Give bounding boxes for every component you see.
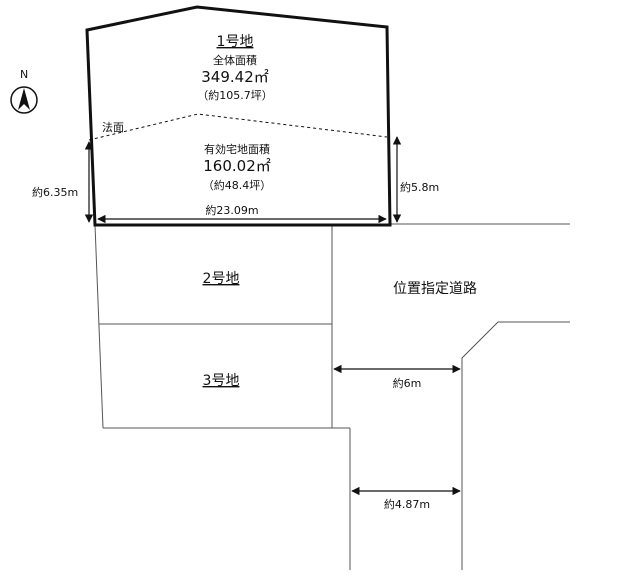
lot1-total-area-label: 全体面積 (213, 53, 257, 67)
lot3-title: 3号地 (203, 373, 240, 389)
road-label: 位置指定道路 (393, 281, 477, 297)
lot-boundaries (94, 223, 570, 570)
lot1-effective-area-label: 有効宅地面積 (204, 142, 270, 156)
north-label: N (20, 68, 28, 81)
lot1-effective-area-tsubo: （約48.4坪） (203, 178, 272, 192)
lot1-total-area-value: 349.42㎡ (201, 68, 269, 86)
dim-left-depth: 約6.35m (32, 185, 78, 199)
lot1-total-area-tsubo: （約105.7坪） (197, 88, 273, 102)
lot1-title: 1号地 (217, 34, 254, 50)
lot2-title: 2号地 (203, 271, 240, 287)
dim-road-width-2: 約4.87m (384, 497, 430, 511)
dim-road-width-1: 約6m (393, 376, 422, 390)
lot1-boundary (85, 5, 392, 227)
slope-label: 法面 (102, 120, 124, 134)
dim-right-depth: 約5.8m (400, 180, 439, 194)
north-arrow-icon (10, 86, 38, 114)
slope-line (88, 113, 388, 141)
dimension-arrows (84, 136, 461, 496)
lot1-effective-area-value: 160.02㎡ (203, 157, 271, 175)
dim-frontage: 約23.09m (205, 203, 258, 217)
